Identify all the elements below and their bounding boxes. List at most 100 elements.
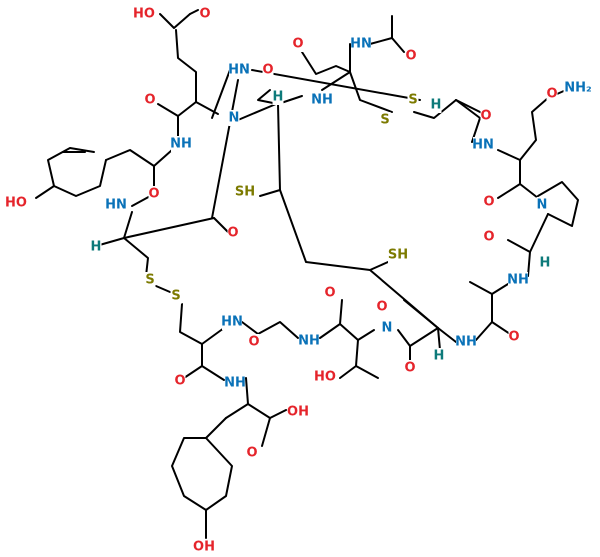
atom-label-oxygen: O (376, 300, 387, 315)
atom-label-background (171, 136, 191, 152)
atom-label-background (312, 92, 332, 108)
atom-label-background (404, 360, 416, 376)
atom-label-nitrogen: NH₂ (564, 81, 591, 96)
atom-label-oxygen: O (246, 446, 257, 461)
atom-label-oxygen: O (483, 230, 494, 245)
atom-label-background (381, 320, 393, 336)
atom-label-background (199, 6, 211, 22)
atom-label-background (288, 404, 308, 420)
atom-label-hydrogen: H (91, 240, 102, 255)
atom-label-oxygen: O (262, 63, 273, 78)
atom-label-nitrogen: NH (298, 334, 320, 349)
atom-label-oxygen: O (404, 361, 415, 376)
atom-label-background (433, 348, 445, 364)
atom-label-hydrogen: H (273, 90, 284, 105)
atom-label-nitrogen: HN (221, 315, 243, 330)
atom-label-background (324, 285, 336, 301)
atom-label-sulfur: S (145, 273, 154, 288)
atom-label-nitrogen: NH (455, 335, 477, 350)
atom-label-oxygen: O (483, 195, 494, 210)
atom-label-background (563, 80, 593, 96)
atom-label-background (262, 62, 274, 78)
atom-label-background (508, 329, 520, 345)
atom-label-background (134, 6, 154, 22)
atom-label-background (144, 272, 156, 288)
atom-label-background (315, 369, 335, 385)
atom-label-hydrogen: H (434, 349, 445, 364)
atom-label-background (272, 89, 284, 105)
atom-label-oxygen: O (174, 374, 185, 389)
atom-label-oxygen: O (227, 226, 238, 241)
atom-label-background (106, 197, 126, 213)
atom-label-background (170, 288, 182, 304)
atom-label-oxygen: O (324, 286, 335, 301)
atom-label-oxygen: O (405, 49, 416, 64)
atom-label-oxygen: O (292, 37, 303, 52)
atom-label-background (480, 108, 492, 124)
atom-label-background (536, 197, 548, 213)
atom-label-nitrogen: N (229, 111, 240, 126)
atom-label-background (539, 255, 551, 271)
atom-label-background (90, 239, 102, 255)
atom-label-oxygen: O (199, 7, 210, 22)
atom-label-sulfur: S (171, 289, 180, 304)
atom-label-background (292, 36, 304, 52)
atom-label-nitrogen: NH (224, 376, 246, 391)
atom-label-nitrogen: NH (311, 93, 333, 108)
atom-label-sulfur: S (380, 113, 389, 128)
atom-label-sulfur: S (408, 93, 417, 108)
atom-label-background (508, 272, 528, 288)
atom-label-background (388, 247, 408, 263)
atom-label-nitrogen: HN (228, 63, 250, 78)
atom-label-background (430, 97, 442, 113)
atom-label-background (229, 62, 249, 78)
atom-label-background (483, 194, 495, 210)
atom-label-oxygen: O (546, 87, 557, 102)
atom-label-nitrogen: NH (507, 273, 529, 288)
atom-label-nitrogen: HN (350, 37, 372, 52)
atom-label-oxygen: HO (133, 7, 155, 22)
atom-label-background (351, 36, 371, 52)
atom-label-background (546, 86, 558, 102)
atom-label-background (194, 539, 214, 555)
atom-label-sulfur: SH (388, 248, 408, 263)
atom-label-background (473, 137, 493, 153)
atom-label-background (376, 299, 388, 315)
atom-label-background (174, 373, 186, 389)
bond-lines (35, 9, 579, 539)
atom-label-nitrogen: N (382, 321, 393, 336)
atom-label-oxygen: O (144, 93, 155, 108)
atom-label-nitrogen: NH (170, 137, 192, 152)
atom-label-background (407, 92, 419, 108)
atom-label-background (148, 186, 160, 202)
atom-label-background (483, 229, 495, 245)
atom-label-background (144, 92, 156, 108)
atom-label-oxygen: OH (287, 405, 309, 420)
atom-label-background (379, 112, 391, 128)
atom-label-hydrogen: H (540, 256, 551, 271)
atom-label-background (228, 110, 240, 126)
atom-label-hydrogen: H (431, 98, 442, 113)
atom-label-background (299, 333, 319, 349)
atom-label-background (227, 225, 239, 241)
atom-label-background (6, 195, 26, 211)
atom-label-nitrogen: HN (105, 198, 127, 213)
atom-label-background (405, 48, 417, 64)
atom-label-oxygen: HO (314, 370, 336, 385)
atom-label-nitrogen: HN (472, 138, 494, 153)
atom-label-oxygen: OH (193, 540, 215, 555)
atom-label-nitrogen: N (537, 198, 548, 213)
atom-label-background (225, 375, 245, 391)
atom-label-background (246, 445, 258, 461)
atom-label-oxygen: O (508, 330, 519, 345)
atom-label-oxygen: O (248, 335, 259, 350)
atom-label-oxygen: HO (5, 196, 27, 211)
atom-label-oxygen: O (148, 187, 159, 202)
atom-label-oxygen: O (480, 109, 491, 124)
atom-label-background (248, 334, 260, 350)
atom-label-background (235, 184, 255, 200)
atom-label-background (222, 314, 242, 330)
atom-label-sulfur: SH (235, 185, 255, 200)
